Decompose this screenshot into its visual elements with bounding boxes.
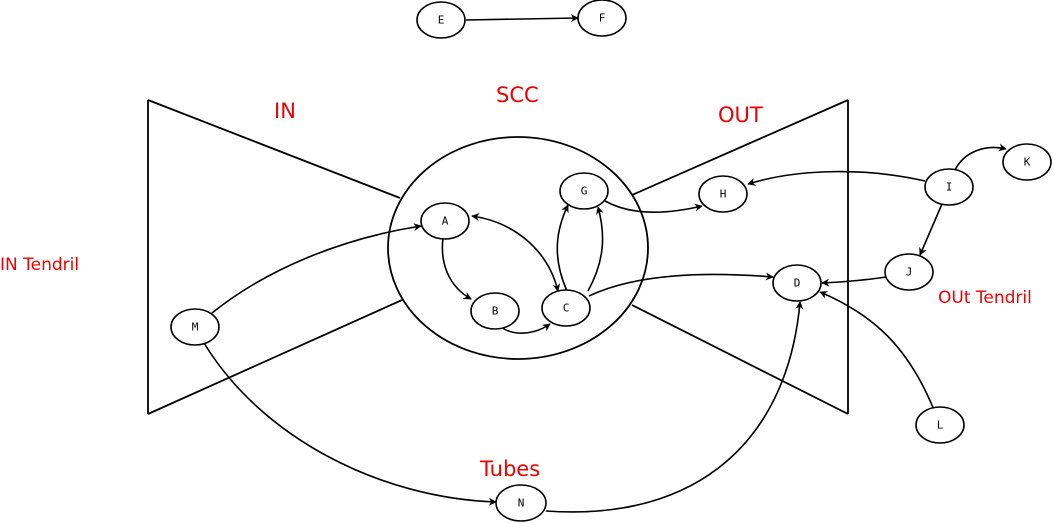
node-j-ellipse bbox=[884, 253, 934, 291]
node-i: I bbox=[924, 168, 974, 206]
node-a: A bbox=[420, 202, 470, 240]
node-l-label: L bbox=[937, 419, 944, 432]
node-n: N bbox=[495, 484, 547, 522]
out-label: OUT bbox=[718, 103, 763, 127]
tubes-label: Tubes bbox=[479, 457, 540, 481]
edge-m-a bbox=[211, 223, 422, 314]
node-f: F bbox=[577, 0, 627, 37]
out-bottom-edge bbox=[631, 304, 849, 415]
node-n-label: N bbox=[518, 497, 525, 510]
node-k-label: K bbox=[1024, 156, 1031, 169]
scc-label: SCC bbox=[496, 83, 539, 107]
node-h-ellipse bbox=[698, 175, 748, 213]
edge-i-j bbox=[919, 203, 943, 256]
node-c: C bbox=[541, 289, 591, 327]
node-c-ellipse bbox=[541, 289, 591, 327]
node-h-label: H bbox=[720, 188, 727, 201]
node-e-label: E bbox=[438, 14, 445, 27]
node-i-ellipse bbox=[924, 168, 974, 206]
edge-c-g bbox=[556, 204, 569, 292]
node-j: J bbox=[884, 253, 934, 291]
edge-g-c bbox=[587, 206, 604, 292]
node-l-ellipse bbox=[915, 406, 965, 444]
node-e: E bbox=[416, 1, 466, 39]
nodes: E F A B C G H I bbox=[170, 0, 1052, 522]
edge-n-d bbox=[545, 301, 804, 513]
node-f-label: F bbox=[599, 12, 606, 25]
node-d-ellipse bbox=[772, 264, 822, 302]
node-m-ellipse bbox=[170, 308, 220, 346]
node-n-ellipse bbox=[495, 484, 547, 522]
edge-c-d bbox=[588, 272, 774, 297]
out-tendril-label: OUt Tendril bbox=[938, 288, 1032, 308]
edge-a-c-bidirectional bbox=[471, 213, 561, 292]
edge-j-d bbox=[821, 276, 887, 287]
node-i-label: I bbox=[946, 181, 953, 194]
node-k-ellipse bbox=[1002, 143, 1052, 181]
node-g-label: G bbox=[581, 185, 588, 198]
edge-g-h bbox=[604, 200, 703, 213]
edge-a-b bbox=[441, 237, 472, 300]
edge-m-n bbox=[203, 342, 497, 506]
edges bbox=[203, 14, 1007, 513]
out-top-edge bbox=[631, 99, 849, 196]
region-labels: IN SCC OUT IN Tendril OUt Tendril Tubes bbox=[0, 83, 1032, 481]
in-top-edge bbox=[147, 99, 401, 199]
in-bottom-edge bbox=[147, 299, 403, 415]
node-g-ellipse bbox=[559, 172, 609, 210]
edge-l-d bbox=[819, 291, 935, 411]
node-m-label: M bbox=[192, 321, 199, 334]
node-c-label: C bbox=[563, 302, 570, 315]
node-a-label: A bbox=[442, 215, 449, 228]
node-l: L bbox=[915, 406, 965, 444]
node-g: G bbox=[559, 172, 609, 210]
node-b-ellipse bbox=[470, 292, 520, 330]
edge-i-k bbox=[954, 143, 1007, 171]
scc-ellipse bbox=[387, 136, 649, 360]
node-b-label: B bbox=[492, 305, 499, 318]
node-a-ellipse bbox=[420, 202, 470, 240]
in-tendril-label: IN Tendril bbox=[0, 255, 79, 275]
edge-e-f bbox=[465, 14, 579, 23]
node-j-label: J bbox=[906, 266, 913, 279]
node-m: M bbox=[170, 308, 220, 346]
node-k: K bbox=[1002, 143, 1052, 181]
node-f-ellipse bbox=[577, 0, 627, 37]
node-e-ellipse bbox=[416, 1, 466, 39]
node-d-label: D bbox=[794, 277, 801, 290]
node-b: B bbox=[470, 292, 520, 330]
node-h: H bbox=[698, 175, 748, 213]
in-label: IN bbox=[274, 99, 296, 123]
edge-i-h bbox=[747, 170, 926, 186]
bowtie-shape bbox=[147, 99, 849, 415]
node-d: D bbox=[772, 264, 822, 302]
